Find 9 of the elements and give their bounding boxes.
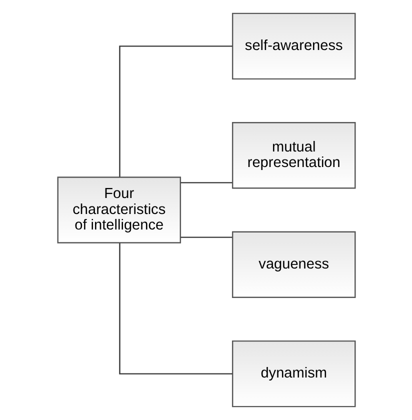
node-box: Four characteristics of intelligence — [56, 176, 181, 244]
node-box: dynamism — [231, 340, 356, 408]
node-box: mutual representation — [231, 122, 356, 189]
connector — [180, 182, 232, 184]
connector — [118, 243, 232, 374]
connector — [180, 236, 232, 238]
node-box: self-awareness — [231, 12, 356, 80]
node-box: vagueness — [231, 231, 356, 298]
connector — [118, 46, 232, 177]
